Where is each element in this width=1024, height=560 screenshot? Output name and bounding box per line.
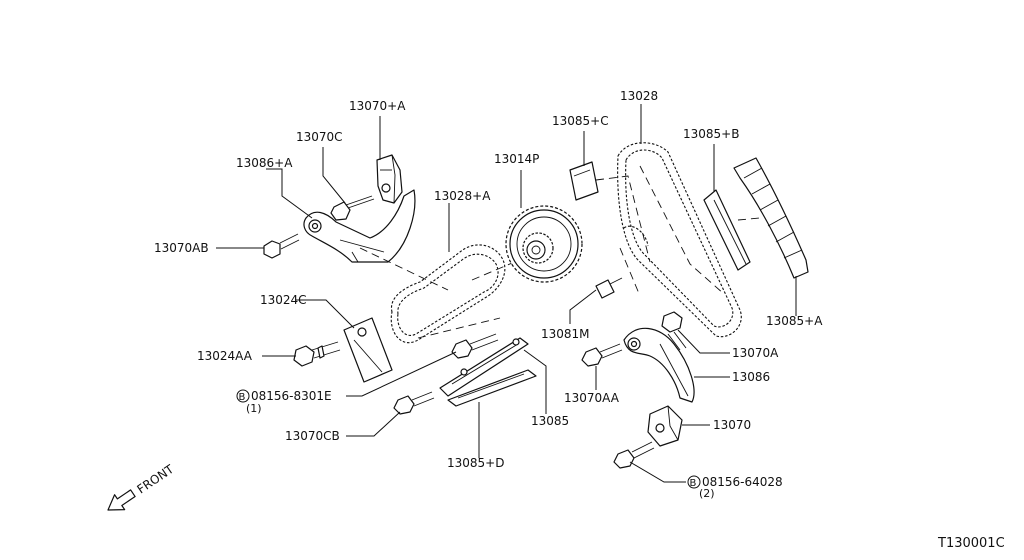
guide-13085b-drawing [703,189,751,271]
badge-b-icon: B [239,392,246,403]
bolt-13070aa-drawing [581,343,623,367]
part-labels: 13070+A 13070C 13086+A 13070AB 13028+A 1… [154,89,823,500]
bolt-13070ab-drawing [263,233,300,259]
guide-13085-drawing [439,337,529,397]
assembly-centre-lines [359,165,761,339]
label-13024c[interactable]: 13024C [260,293,307,307]
label-08156-8301e: 08156-8301E [251,389,332,403]
drawing-code: T130001C [937,536,1005,551]
label-13028a[interactable]: 13028+A [434,189,491,203]
label-13070a-top[interactable]: 13070+A [349,99,406,113]
bolt-13024aa-drawing [293,341,341,367]
bolt-13070a-drawing [661,311,687,351]
label-13086a[interactable]: 13086+A [236,156,293,170]
bolt-13070cb-drawing [393,391,435,415]
label-13028[interactable]: 13028 [620,89,658,103]
label-13070c[interactable]: 13070C [296,130,343,144]
guide-13085a-drawing [733,157,809,279]
label-08156-64028: 08156-64028 [702,475,783,489]
tensioner-13070-drawing [647,405,683,447]
label-13024aa[interactable]: 13024AA [197,349,253,363]
chain-13028-drawing [617,142,742,338]
label-13085d[interactable]: 13085+D [447,456,504,470]
leader-lines [216,104,797,483]
badge-b-icon: B [690,478,697,489]
label-13070ab[interactable]: 13070AB [154,241,209,255]
label-13085[interactable]: 13085 [531,414,569,428]
front-arrow-icon [107,489,136,511]
label-13070[interactable]: 13070 [713,418,751,432]
label-13085b[interactable]: 13085+B [683,127,739,141]
label-08156-64028-group[interactable]: B 08156-64028 (2) [687,475,783,500]
bolt-08156-64028-drawing [613,441,655,469]
bolt-08156-8301e-drawing [451,333,499,359]
label-13070cb[interactable]: 13070CB [285,429,340,443]
tensioner-upper-drawing [376,154,403,204]
front-direction-indicator: FRONT [107,462,177,511]
label-13086[interactable]: 13086 [732,370,770,384]
guide-13086a-drawing [303,189,416,263]
qty-08156-64028: (2) [699,487,715,500]
plate-13024c-drawing [343,317,393,383]
qty-08156-8301e: (1) [246,402,262,415]
label-13085a[interactable]: 13085+A [766,314,823,328]
sprocket-13014p-drawing [505,205,583,283]
label-13070aa[interactable]: 13070AA [564,391,620,405]
label-13085c[interactable]: 13085+C [552,114,609,128]
label-13014p[interactable]: 13014P [494,152,539,166]
label-13070a[interactable]: 13070A [732,346,779,360]
guide-13086-drawing [623,327,695,403]
bolt-13070c-drawing [330,195,375,221]
front-label: FRONT [134,462,176,497]
chain-13028a-drawing [390,244,506,343]
label-08156-8301e-group[interactable]: B 08156-8301E (1) [236,389,332,415]
guide-13085c-drawing [569,161,599,201]
label-13081m[interactable]: 13081M [541,327,590,341]
oil-jet-13081m-drawing [595,277,623,299]
guide-13085d-drawing [447,368,537,407]
